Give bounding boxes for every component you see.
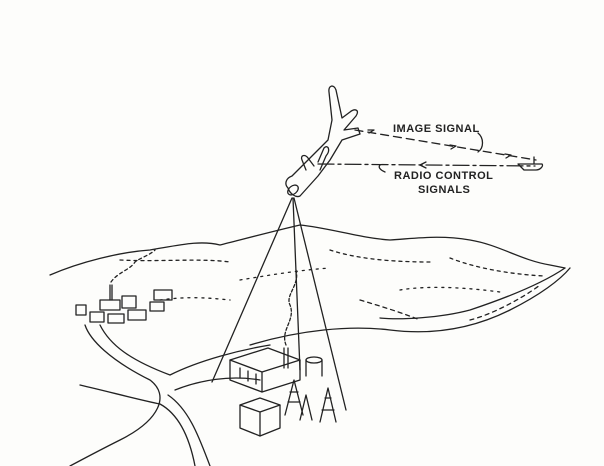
image-signal-line xyxy=(354,129,537,161)
ship xyxy=(517,156,544,171)
factory xyxy=(229,269,323,393)
village xyxy=(75,249,173,324)
roads xyxy=(69,267,571,466)
radio-control-line xyxy=(317,161,536,173)
building xyxy=(239,397,281,437)
image-signal-label: IMAGE SIGNAL xyxy=(393,123,480,135)
hills xyxy=(49,224,566,321)
aircraft xyxy=(285,85,361,198)
radio-control-label: RADIO CONTROL xyxy=(394,170,494,182)
radio-control-label-line2: SIGNALS xyxy=(418,184,471,196)
oil-derricks xyxy=(284,379,337,423)
